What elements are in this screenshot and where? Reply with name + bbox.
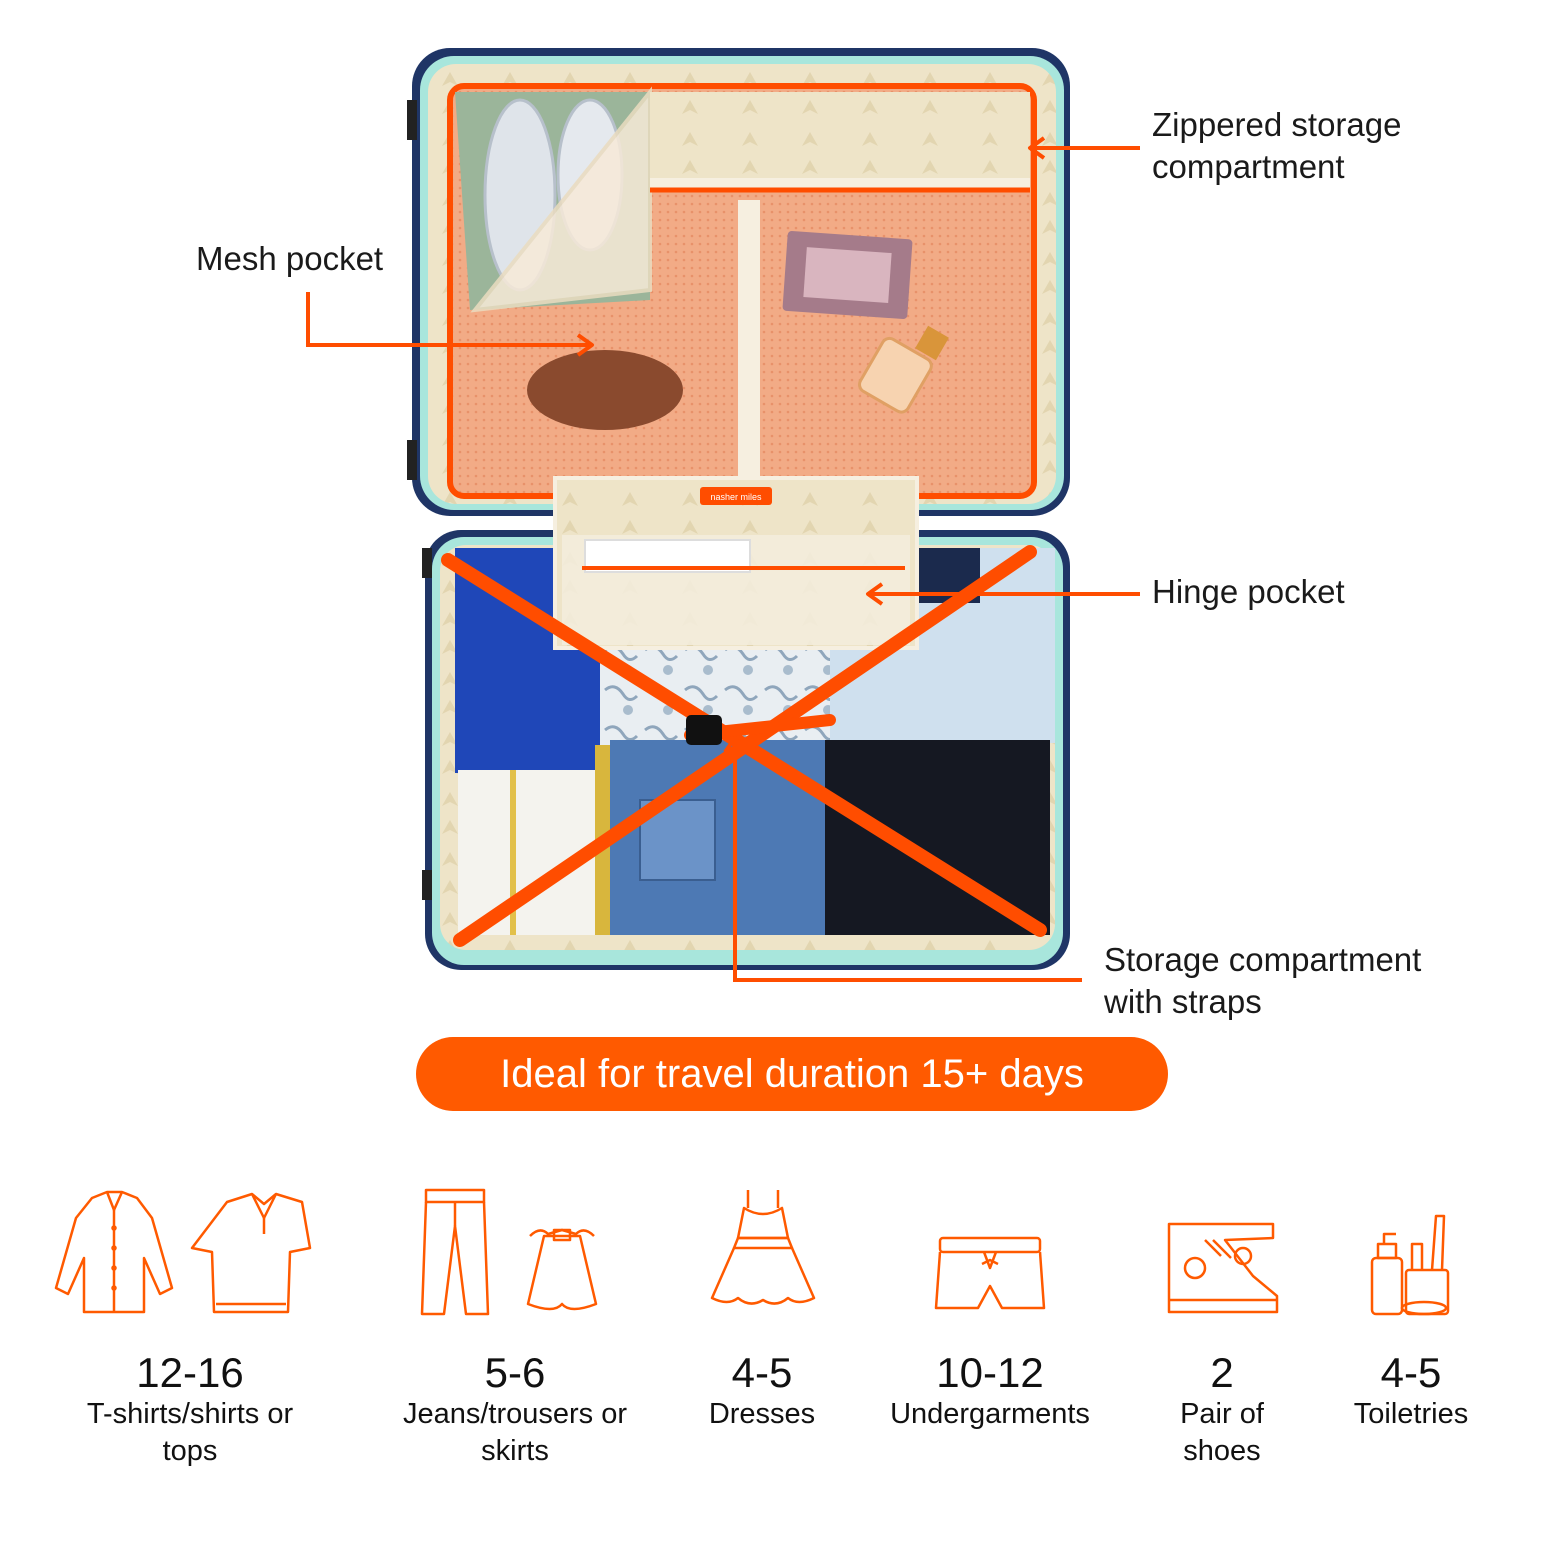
- perfume-bottle-image: [858, 325, 949, 414]
- capacity-tops: 12-16 T-shirts/shirts or tops: [40, 1350, 340, 1470]
- black-trousers-image: [825, 740, 1050, 935]
- capacity-tops-count: 12-16: [136, 1349, 244, 1396]
- denim-jeans-image: [610, 740, 850, 935]
- shorts-icon: [934, 1232, 1046, 1318]
- strap-buckle[interactable]: [686, 715, 722, 745]
- wet-wipes-image: [782, 231, 913, 320]
- capacity-dresses-count: 4-5: [731, 1349, 793, 1396]
- callout-zippered-line1: Zippered storage: [1152, 106, 1402, 143]
- mesh-arrow: [306, 292, 592, 347]
- capacity-dresses: 4-5 Dresses: [682, 1350, 842, 1433]
- capacity-shoes-label-line2: shoes: [1183, 1435, 1261, 1467]
- callout-zippered-storage: Zippered storage compartment: [1152, 104, 1401, 188]
- white-towel-image: [458, 745, 613, 935]
- callout-hinge-pocket: Hinge pocket: [1152, 571, 1345, 613]
- hinge-pocket-flap: nasher miles: [553, 476, 919, 650]
- capacity-bottoms-count: 5-6: [484, 1349, 546, 1396]
- capacity-bottoms-label-line1: Jeans/trousers or: [402, 1398, 628, 1430]
- sneaker-icon: [1165, 1216, 1281, 1320]
- capacity-undergarments: 10-12 Undergarments: [866, 1350, 1114, 1433]
- upper-shell: [407, 48, 1070, 516]
- shirt-and-polo-icon: [52, 1188, 314, 1320]
- capacity-toiletries-count: 4-5: [1380, 1349, 1442, 1396]
- capacity-tops-label-line2: tops: [162, 1435, 218, 1467]
- callout-arrows: [306, 136, 1140, 982]
- capacity-undergarments-label-line1: Undergarments: [890, 1398, 1090, 1430]
- suitcase-illustration: nasher miles: [306, 48, 1140, 982]
- callout-hinge-line1: Hinge pocket: [1152, 573, 1345, 610]
- capacity-toiletries: 4-5 Toiletries: [1326, 1350, 1496, 1433]
- dress-icon: [708, 1186, 818, 1312]
- trousers-and-skirt-icon: [420, 1186, 610, 1320]
- capacity-bottoms-label-line2: skirts: [481, 1435, 549, 1467]
- callout-mesh-line1: Mesh pocket: [196, 240, 384, 277]
- callout-straps-line2: with straps: [1104, 983, 1262, 1020]
- capacity-shoes: 2 Pair of shoes: [1146, 1350, 1298, 1470]
- capacity-shoes-label-line1: Pair of: [1180, 1398, 1264, 1430]
- capacity-shoes-count: 2: [1210, 1349, 1234, 1396]
- travel-duration-banner: Ideal for travel duration 15+ days: [416, 1037, 1168, 1111]
- capacity-undergarments-count: 10-12: [936, 1349, 1044, 1396]
- callout-straps-line1: Storage compartment: [1104, 941, 1422, 978]
- lower-shell: nasher miles: [422, 476, 1070, 970]
- sleep-mask-image: [527, 350, 683, 430]
- capacity-toiletries-label-line1: Toiletries: [1353, 1398, 1469, 1430]
- toiletries-icon: [1366, 1210, 1454, 1320]
- banner-text: Ideal for travel duration 15+ days: [500, 1051, 1084, 1096]
- capacity-tops-label-line1: T-shirts/shirts or: [86, 1398, 294, 1430]
- callout-mesh-pocket: Mesh pocket: [196, 238, 383, 280]
- capacity-bottoms: 5-6 Jeans/trousers or skirts: [370, 1350, 660, 1470]
- callout-zippered-line2: compartment: [1152, 148, 1345, 185]
- straps-arrow: [733, 738, 1082, 982]
- brand-tag: nasher miles: [710, 492, 762, 502]
- capacity-dresses-label-line1: Dresses: [708, 1398, 816, 1430]
- callout-storage-straps: Storage compartment with straps: [1104, 939, 1421, 1023]
